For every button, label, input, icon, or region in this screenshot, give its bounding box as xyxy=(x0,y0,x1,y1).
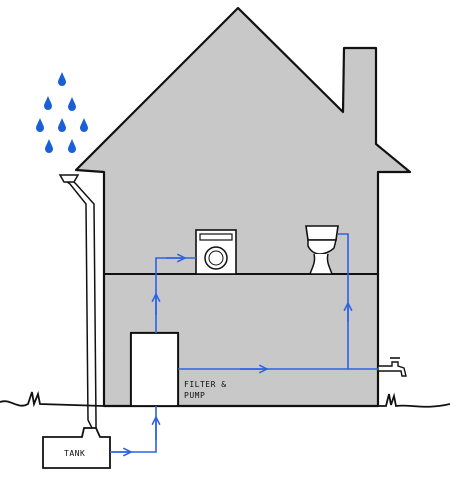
tap-icon xyxy=(377,357,407,377)
filter-pump-label-line2: PUMP xyxy=(184,391,205,400)
filter-pump-label: FILTER & xyxy=(184,380,227,389)
washing-machine-icon xyxy=(195,229,237,275)
raindrop-icon xyxy=(36,72,88,153)
filter-pump-unit xyxy=(130,332,179,407)
ground-line xyxy=(0,390,450,408)
water-pipes xyxy=(110,233,378,453)
house-body xyxy=(74,6,412,408)
tank-label: TANK xyxy=(64,449,85,458)
pipe-tank-to-pump xyxy=(110,406,157,453)
tank xyxy=(42,427,111,469)
downpipe xyxy=(61,177,97,429)
toilet-icon xyxy=(305,225,339,275)
gutter-outlet xyxy=(58,174,80,183)
